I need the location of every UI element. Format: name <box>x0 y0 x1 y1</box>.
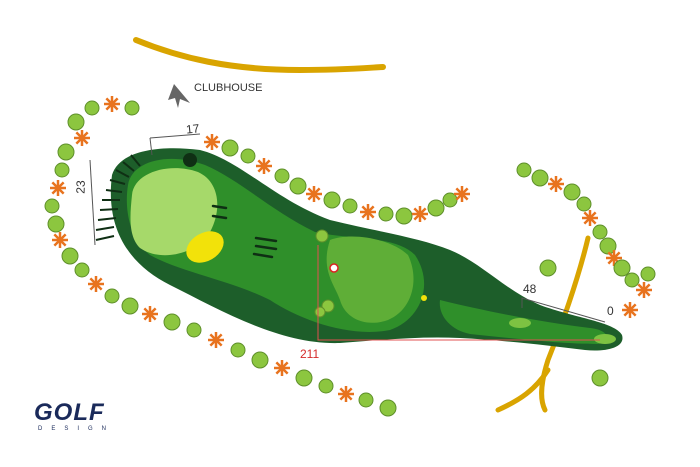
tree-orange <box>74 130 90 146</box>
tree-green <box>124 100 140 116</box>
tree-green <box>163 313 181 331</box>
tree-green <box>251 351 269 369</box>
tree-green <box>395 207 413 225</box>
tree-orange <box>636 282 652 298</box>
tree-green <box>592 224 608 240</box>
distance-zero: 0 <box>607 304 614 318</box>
fairway-dashes <box>211 204 278 259</box>
tree-green <box>640 266 656 282</box>
cart-path-bottom <box>495 367 551 413</box>
tree-green <box>531 169 549 187</box>
logo-sub: DESIGN <box>38 426 116 432</box>
tree-orange <box>204 134 220 150</box>
tree-green <box>379 399 397 417</box>
cart-path-top <box>133 37 386 74</box>
logo-word: GOLF <box>34 399 105 426</box>
tree-green <box>67 113 85 131</box>
tree-green <box>104 288 120 304</box>
tree-orange <box>142 306 158 322</box>
tree-green <box>57 143 75 161</box>
tree-green <box>240 148 256 164</box>
yardage-marker <box>329 263 339 273</box>
tree-orange <box>256 158 272 174</box>
tree-orange <box>208 332 224 348</box>
tee-box-back <box>594 334 616 344</box>
tree-green <box>61 247 79 265</box>
tree-green <box>323 191 341 209</box>
tree-green <box>44 198 60 214</box>
tree-line <box>44 96 656 417</box>
tree-orange <box>338 386 354 402</box>
tree-green <box>221 139 239 157</box>
tree-green <box>378 206 394 222</box>
tree-green <box>295 369 313 387</box>
distance-total: 211 <box>300 347 320 361</box>
tree-green <box>74 262 90 278</box>
tree-green <box>599 237 617 255</box>
clubhouse-label: CLUBHOUSE <box>194 82 263 94</box>
tree-green <box>563 183 581 201</box>
distance-green-depth: 23 <box>73 180 88 194</box>
tree-green <box>289 177 307 195</box>
tree-orange <box>306 186 322 202</box>
inner-trees <box>314 229 335 318</box>
tree-orange <box>50 180 66 196</box>
tree-green <box>576 196 592 212</box>
cart-path-right <box>539 235 591 413</box>
tree-green <box>427 199 445 217</box>
greenside-bunker <box>186 231 224 263</box>
tree-green <box>84 100 100 116</box>
tree-orange <box>582 210 598 226</box>
tree-orange <box>104 96 120 112</box>
tree-green <box>47 215 65 233</box>
tree-orange <box>88 276 104 292</box>
tree-orange <box>454 186 470 202</box>
golf-design-logo: GOLF DESIGN <box>34 400 124 440</box>
measure-lines <box>89 133 606 341</box>
pin-marker <box>183 153 197 167</box>
tree-orange <box>274 360 290 376</box>
tree-orange <box>52 232 68 248</box>
tree-green <box>591 369 609 387</box>
tree-orange <box>622 302 638 318</box>
tree-green <box>230 342 246 358</box>
tree-green <box>516 162 532 178</box>
tree-green <box>358 392 374 408</box>
tree-green <box>54 162 70 178</box>
fairway-landing <box>326 236 414 323</box>
tree-green <box>318 378 334 394</box>
green-area <box>130 168 218 256</box>
tree-green <box>342 198 358 214</box>
clubhouse-arrow-icon <box>168 84 190 108</box>
tree-green <box>274 168 290 184</box>
fairway-marker <box>421 295 427 301</box>
tree-green <box>624 272 640 288</box>
tree-green <box>539 259 557 277</box>
distance-green-width: 17 <box>185 121 201 137</box>
tree-green <box>186 322 202 338</box>
tree-green <box>613 259 631 277</box>
tree-orange <box>360 204 376 220</box>
tee-box-forward <box>509 318 531 328</box>
tree-orange <box>412 206 428 222</box>
distance-to-marker: 48 <box>523 282 537 296</box>
tree-green <box>121 297 139 315</box>
tree-orange <box>548 176 564 192</box>
green-slope-hatches <box>95 154 141 241</box>
